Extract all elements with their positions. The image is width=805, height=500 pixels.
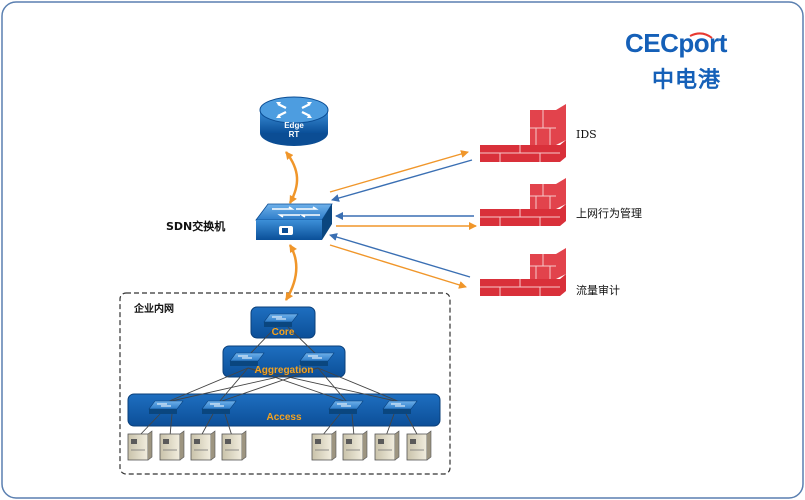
firewall-audit-icon	[480, 248, 566, 296]
logo-swoosh-icon	[689, 32, 713, 39]
access-layer-label: Access	[266, 412, 302, 423]
server-2-icon	[159, 430, 185, 461]
server-1-icon	[127, 430, 153, 461]
firewall-audit-label: 流量审计	[576, 284, 620, 297]
router-sdn-link	[285, 151, 299, 204]
aggregation-layer-label: Aggregation	[254, 365, 314, 376]
sdn-switch-icon	[255, 203, 333, 240]
server-3-icon	[190, 430, 216, 461]
firewall-behavior-icon	[480, 178, 566, 226]
access-switch-1-icon	[148, 400, 184, 414]
logo-name-en: CECport	[625, 28, 727, 58]
intranet-zone-box	[119, 292, 451, 475]
intranet-zone-label: 企业内网	[134, 304, 174, 315]
router-label-line1: Edge	[284, 121, 304, 130]
server-7-icon	[374, 430, 400, 461]
aggregation-switch-right-icon	[299, 352, 335, 366]
sdn-core-link	[284, 244, 298, 301]
firewall-ids-label: IDS	[576, 128, 597, 141]
access-switch-3-icon	[328, 400, 364, 414]
server-8-icon	[406, 430, 432, 461]
core-switch-icon	[263, 313, 299, 327]
sdn-switch-label: SDN交换机	[166, 220, 226, 233]
firewall-ids-icon	[480, 104, 566, 162]
access-switch-4-icon	[382, 400, 418, 414]
server-4-icon	[221, 430, 247, 461]
router-label-line2: RT	[288, 130, 300, 139]
audit-out-arrow	[329, 244, 467, 289]
audit-in-arrow	[329, 233, 471, 278]
core-layer-label: Core	[271, 327, 295, 338]
logo-name-cn: 中电港	[652, 68, 722, 93]
aggregation-switch-left-icon	[229, 352, 265, 366]
firewall-behavior-label: 上网行为管理	[576, 207, 642, 220]
edge-router-icon	[259, 96, 329, 146]
access-server-links	[138, 413, 419, 437]
access-switch-2-icon	[201, 400, 237, 414]
ids-in-arrow	[331, 159, 473, 202]
aggregation-access-links	[166, 326, 401, 403]
server-5-icon	[311, 430, 337, 461]
server-6-icon	[342, 430, 368, 461]
ids-out-arrow	[329, 150, 469, 193]
